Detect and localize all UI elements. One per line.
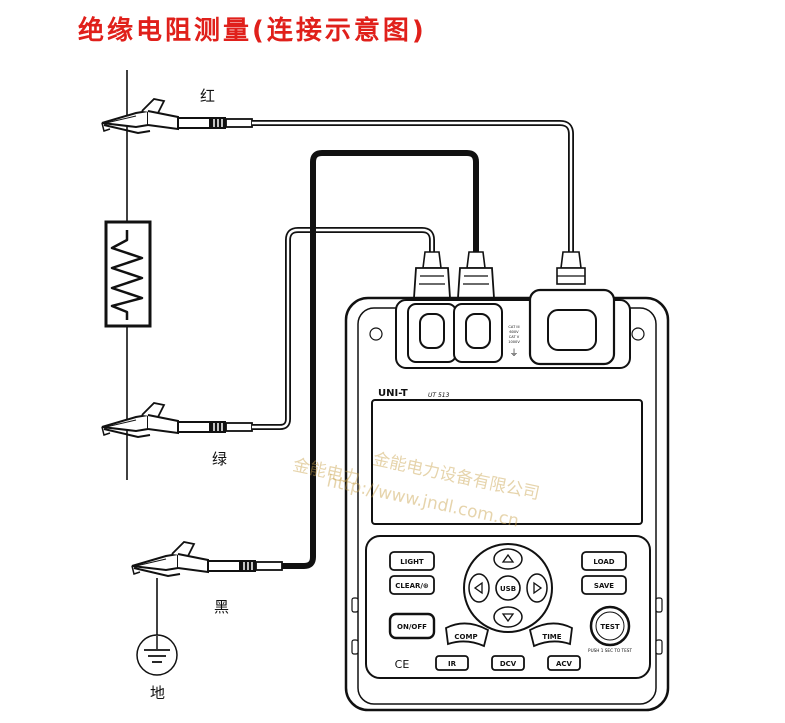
up-arrow-button[interactable] xyxy=(493,548,523,570)
svg-text:IR: IR xyxy=(448,660,457,668)
ground-terminal-icon: ⏚ xyxy=(509,348,518,359)
jack-right xyxy=(528,288,616,366)
svg-text:LOAD: LOAD xyxy=(593,558,614,566)
brand-strip xyxy=(372,384,642,400)
black-lead xyxy=(282,150,479,569)
label-green: 绿 xyxy=(212,450,227,468)
svg-text:CLEAR/⊛: CLEAR/⊛ xyxy=(395,582,429,590)
alligator-clip-red xyxy=(101,98,253,135)
plug-green xyxy=(413,251,451,299)
jack-middle xyxy=(453,303,503,363)
on-off-button[interactable]: ON/OFF xyxy=(388,612,436,640)
left-arrow-button[interactable] xyxy=(468,573,490,603)
ce-mark: CE xyxy=(395,658,410,671)
svg-text:LIGHT: LIGHT xyxy=(400,558,424,566)
usb-button[interactable]: USB xyxy=(495,575,521,601)
test-button[interactable]: TEST xyxy=(589,605,631,647)
case-side-details xyxy=(351,327,663,655)
svg-text:ON/OFF: ON/OFF xyxy=(397,623,427,631)
alligator-clip-icon xyxy=(101,402,253,439)
alligator-clip-green xyxy=(101,402,253,439)
svg-text:ACV: ACV xyxy=(556,660,573,668)
svg-text:TEST: TEST xyxy=(600,623,620,631)
model-label: UT 513 xyxy=(428,392,450,399)
jack-left xyxy=(407,303,457,363)
label-ground: 地 xyxy=(150,684,165,702)
time-button[interactable]: TIME xyxy=(528,622,573,648)
ir-button[interactable]: IR xyxy=(435,655,469,671)
svg-text:USB: USB xyxy=(500,585,516,593)
svg-text:TIME: TIME xyxy=(542,633,561,641)
down-arrow-button[interactable] xyxy=(493,606,523,628)
right-arrow-button[interactable] xyxy=(526,573,548,603)
svg-text:DCV: DCV xyxy=(500,660,517,668)
alligator-clip-icon xyxy=(131,541,283,578)
load-button[interactable]: LOAD xyxy=(581,551,627,571)
dcv-button[interactable]: DCV xyxy=(491,655,525,671)
alligator-clip-icon xyxy=(101,98,253,135)
resistor-symbol xyxy=(110,230,144,320)
plug-black xyxy=(457,251,495,299)
brand-logo: UNI-T xyxy=(378,388,408,399)
save-button[interactable]: SAVE xyxy=(581,575,627,595)
svg-text:SAVE: SAVE xyxy=(594,582,614,590)
test-note: PUSH 1 SEC TO TEST xyxy=(588,648,632,653)
ground-icon xyxy=(136,634,178,676)
comp-button[interactable]: COMP xyxy=(445,622,490,648)
clear-button[interactable]: CLEAR/⊛ xyxy=(389,575,435,595)
diagram-title: 绝缘电阻测量(连接示意图) xyxy=(78,16,427,46)
lcd-display xyxy=(371,399,643,525)
svg-text:COMP: COMP xyxy=(454,633,477,641)
light-button[interactable]: LIGHT xyxy=(389,551,435,571)
alligator-clip-black xyxy=(131,541,283,578)
label-black: 黑 xyxy=(214,598,229,616)
circuit xyxy=(104,70,178,676)
acv-button[interactable]: ACV xyxy=(547,655,581,671)
label-red: 红 xyxy=(200,87,215,105)
navigation-pad[interactable]: USB xyxy=(463,543,553,633)
plug-red xyxy=(556,251,586,285)
test-leads xyxy=(252,120,574,569)
